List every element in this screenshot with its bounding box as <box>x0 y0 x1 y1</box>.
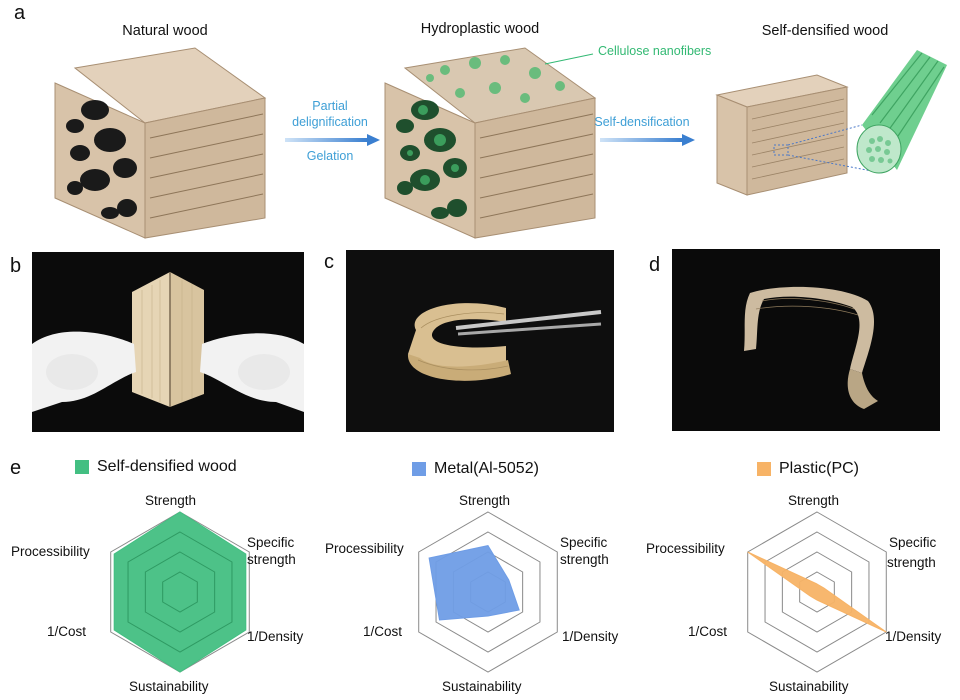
axis-label-specific-strength-3: strength <box>887 555 936 570</box>
step1-label-delignification: delignification <box>292 115 368 129</box>
process-arrow-1 <box>285 134 380 146</box>
legend-swatch-plastic <box>757 462 771 476</box>
axis-label-processibility-3: Processibility <box>646 541 725 556</box>
axis-label-specific-2: Specific <box>560 535 608 550</box>
radar-area-3 <box>747 551 887 633</box>
panel-letter-a: a <box>14 2 26 24</box>
axis-label-density-3: 1/Density <box>885 629 942 644</box>
axis-label-strength-2: Strength <box>459 493 511 508</box>
axis-label-cost-2: 1/Cost <box>363 624 403 639</box>
radar-overlay-ring-3 <box>127 531 233 653</box>
legend-label-plastic: Plastic(PC) <box>779 460 860 477</box>
process-arrow-2 <box>600 134 695 146</box>
radar-area-1 <box>113 511 247 673</box>
legend-label-self-densified: Self-densified wood <box>97 458 237 475</box>
axis-label-specific-3: Specific <box>889 535 937 550</box>
axis-label-specific-1: Specific <box>247 535 295 550</box>
legend-metal: Metal(Al-5052) <box>412 460 539 478</box>
step1-label-gelation: Gelation <box>306 149 354 163</box>
axis-label-sustainability-2: Sustainability <box>442 679 522 694</box>
axis-label-density-1: 1/Density <box>247 629 304 644</box>
radar-overlay-ring-1 <box>162 571 198 613</box>
axis-label-strength-1: Strength <box>145 493 197 508</box>
axis-label-cost-1: 1/Cost <box>47 624 87 639</box>
photo-bent-wood-gloves <box>32 252 304 432</box>
natural-wood-block-illustration <box>54 47 267 239</box>
legend-self-densified-wood: Self-densified wood <box>75 458 237 476</box>
hydroplastic-wood-block-illustration <box>384 47 597 239</box>
radar-chart-self-densified-wood <box>110 511 250 673</box>
self-densified-wood-illustration <box>715 50 947 196</box>
natural-wood-title: Natural wood <box>122 23 208 39</box>
hydroplastic-wood-title: Hydroplastic wood <box>420 21 540 37</box>
axis-label-specific-strength-2: strength <box>560 552 609 567</box>
radar-chart-metal <box>418 511 558 673</box>
axis-label-density-2: 1/Density <box>562 629 619 644</box>
axis-label-specific-strength-1: strength <box>247 552 296 567</box>
legend-swatch-self-densified <box>75 460 89 474</box>
axis-label-processibility-1: Processibility <box>11 544 90 559</box>
self-densified-wood-title: Self-densified wood <box>761 23 889 39</box>
legend-label-metal: Metal(Al-5052) <box>434 460 539 477</box>
axis-label-sustainability-3: Sustainability <box>769 679 849 694</box>
panel-letter-d: d <box>649 254 661 276</box>
cellulose-nanofibers-label: Cellulose nanofibers <box>598 44 712 58</box>
panel-letter-e: e <box>10 457 22 479</box>
radar-chart-plastic <box>747 511 887 673</box>
photo-folded-wood-tweezers <box>346 250 614 432</box>
photo-bent-wood-strip <box>672 249 940 431</box>
radar-grid-ring-4 <box>418 511 558 673</box>
step1-label-partial: Partial <box>312 99 348 113</box>
step2-label: Self-densification <box>594 115 690 129</box>
legend-swatch-metal <box>412 462 426 476</box>
legend-plastic: Plastic(PC) <box>757 460 859 478</box>
radar-area-2 <box>428 545 520 621</box>
axis-label-processibility-2: Processibility <box>325 541 404 556</box>
panel-letter-c: c <box>324 251 334 273</box>
axis-label-cost-3: 1/Cost <box>688 624 728 639</box>
radar-overlay-ring-2 <box>144 551 216 633</box>
axis-label-sustainability-1: Sustainability <box>129 679 209 694</box>
panel-letter-b: b <box>10 255 22 277</box>
axis-label-strength-3: Strength <box>788 493 840 508</box>
annotation-leader-line <box>544 53 594 65</box>
